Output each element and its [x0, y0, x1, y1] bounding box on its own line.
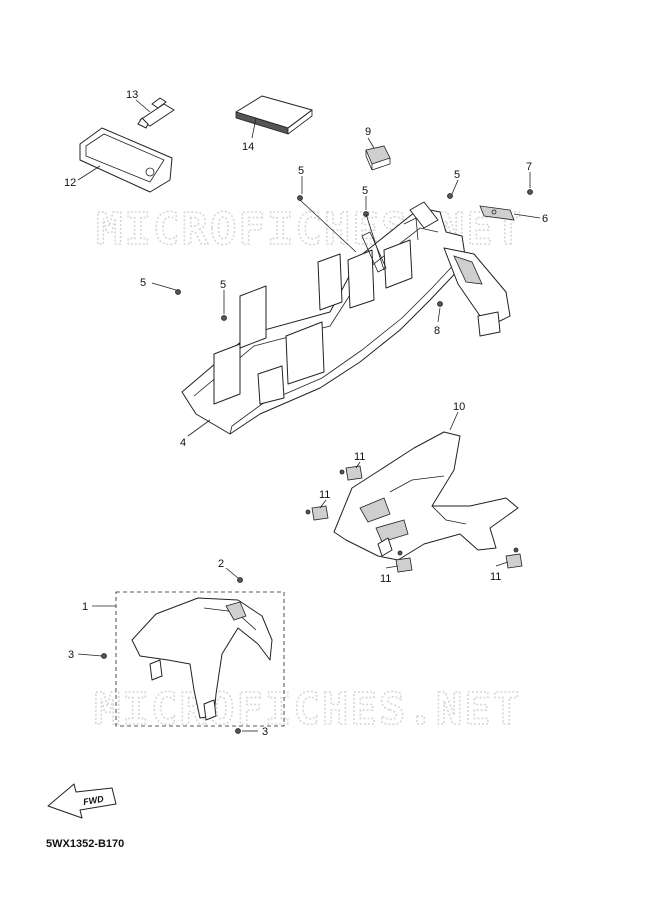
bolt-5e — [447, 193, 453, 199]
callouts: 13 14 12 9 5 5 5 7 6 5 5 8 4 10 11 11 11… — [64, 89, 548, 738]
diagram-code: 5WX1352-B170 — [46, 838, 125, 850]
part-13-strap — [137, 97, 175, 129]
part-4-rear-frame — [181, 201, 511, 435]
callout-2: 2 — [218, 558, 224, 570]
bolt-5c — [297, 195, 303, 201]
bolt-8 — [437, 301, 443, 307]
part-9-pad — [365, 145, 391, 171]
callout-10: 10 — [453, 401, 465, 413]
part-12-tray — [79, 127, 173, 193]
callout-5e: 5 — [220, 279, 226, 291]
bolt-2 — [237, 577, 243, 583]
callout-7: 7 — [526, 161, 532, 173]
callout-1: 1 — [82, 601, 88, 613]
leader-lines — [77, 99, 541, 732]
part-10-rear-fender — [333, 431, 519, 561]
callout-5a: 5 — [298, 165, 304, 177]
callout-6: 6 — [542, 213, 548, 225]
callout-5b: 5 — [362, 185, 368, 197]
callout-9: 9 — [365, 126, 371, 138]
bolt-3b — [235, 728, 241, 734]
callout-4: 4 — [180, 437, 186, 449]
clip-nut-11d — [505, 553, 523, 569]
bolt-3a — [101, 653, 107, 659]
part-6-bracket — [479, 205, 515, 221]
fwd-arrow-icon: FWD — [47, 783, 117, 819]
callout-11d: 11 — [490, 571, 501, 583]
callout-8: 8 — [434, 325, 440, 337]
clip-nut-11a — [345, 465, 363, 481]
fasteners — [101, 189, 533, 734]
callout-13: 13 — [126, 89, 138, 101]
bolt-7 — [527, 189, 533, 195]
fwd-label: FWD — [82, 794, 104, 807]
part-14-booklet — [235, 95, 313, 135]
bolt-5a — [175, 289, 181, 295]
watermark-bottom: MICROFICHES.NET — [94, 684, 521, 735]
part-1-front-fender-group — [115, 591, 285, 727]
callout-12: 12 — [64, 177, 76, 189]
callout-11a: 11 — [354, 451, 365, 463]
callout-11b: 11 — [319, 489, 330, 501]
callout-14: 14 — [242, 141, 254, 153]
callout-5c: 5 — [454, 169, 460, 181]
clip-nut-11b — [311, 505, 329, 521]
callout-11c: 11 — [380, 573, 391, 585]
callout-3b: 3 — [262, 726, 268, 738]
clip-nut-11c — [395, 557, 413, 573]
bolt-5b — [221, 315, 227, 321]
callout-3a: 3 — [68, 649, 74, 661]
callout-5d: 5 — [140, 277, 146, 289]
